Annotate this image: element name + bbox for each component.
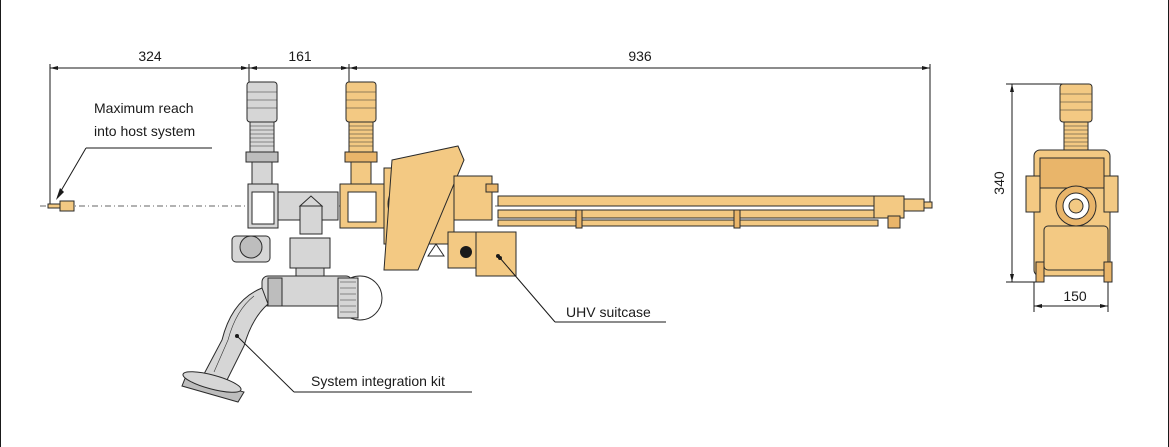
top-dimension-lines	[49, 64, 931, 205]
max-reach-callout	[56, 147, 212, 200]
dim-mid: 161	[288, 48, 312, 64]
dim-length: 936	[628, 48, 652, 64]
sample-tip	[47, 200, 75, 212]
dim-width: 150	[1063, 288, 1087, 304]
dim-height: 340	[991, 171, 1007, 195]
integration-kit-callout	[235, 334, 472, 393]
front-view-drawing	[1006, 83, 1119, 312]
suitcase-callout	[498, 256, 666, 323]
integration-kit-drawing	[181, 81, 383, 403]
integration-kit-label: System integration kit	[311, 373, 445, 389]
dim-reach: 324	[138, 48, 162, 64]
suitcase-label: UHV suitcase	[566, 304, 651, 320]
max-reach-label-line1: Maximum reach	[94, 100, 194, 116]
suitcase-drawing	[339, 81, 933, 277]
max-reach-label-line2: into host system	[94, 123, 195, 139]
